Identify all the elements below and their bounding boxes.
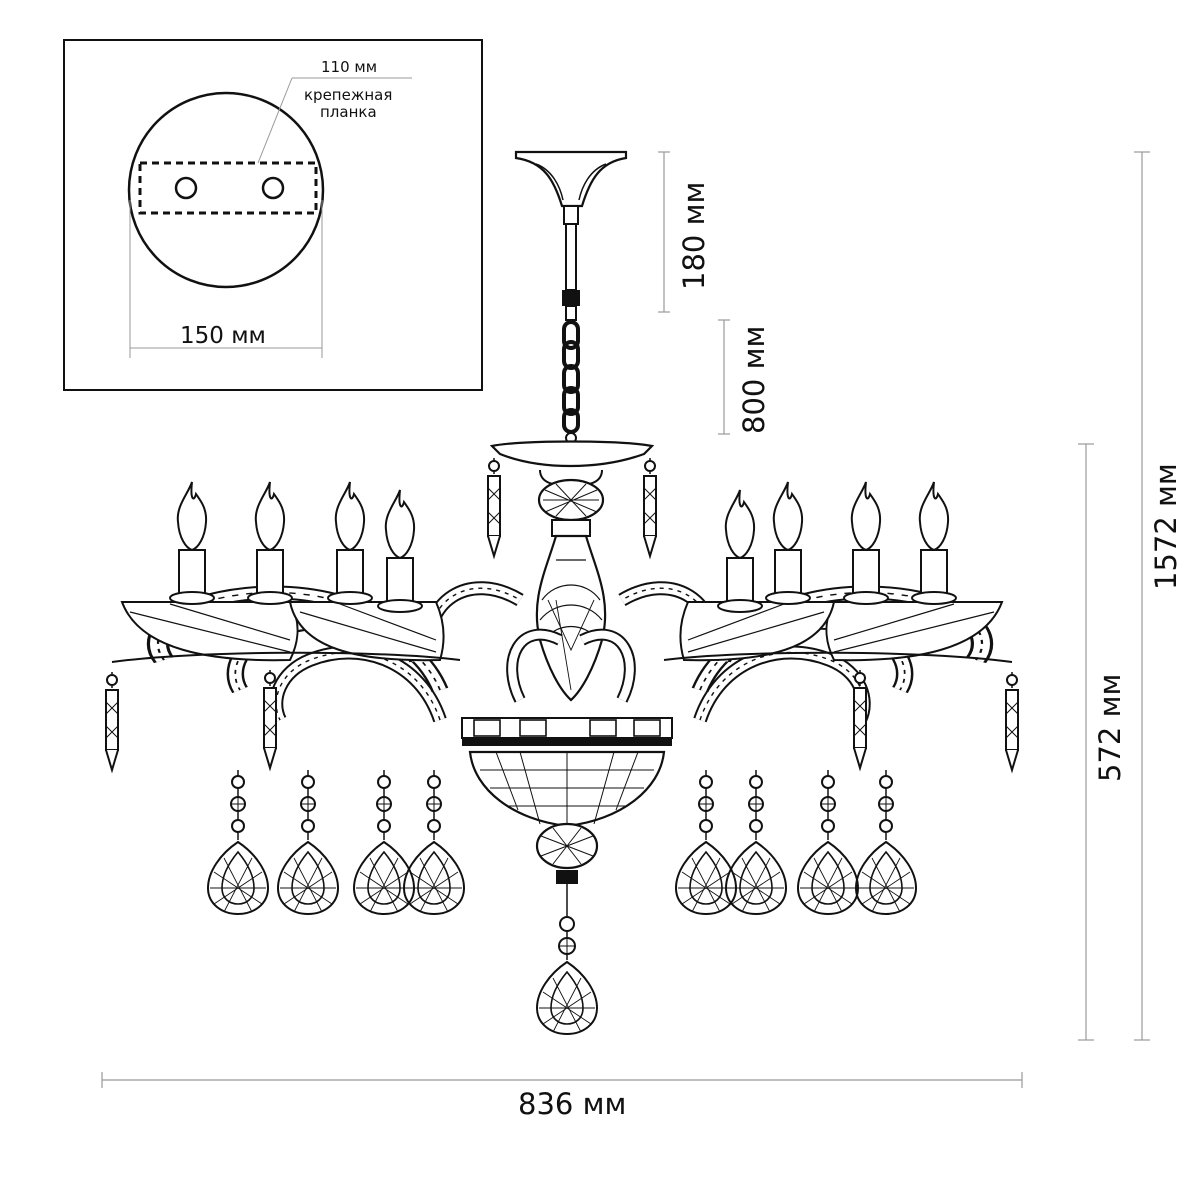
plate-width-label: 110 мм (321, 58, 377, 76)
prism-pendant (1005, 671, 1019, 771)
candle-trays (111, 601, 1013, 663)
canopy-diameter-label: 150 мм (180, 323, 266, 349)
central-bowl (461, 717, 673, 884)
width-label: 836 мм (518, 1087, 626, 1121)
canopy-and-chain (514, 150, 628, 444)
plate-label-line2: планка (320, 103, 377, 121)
plate-label-line1: крепежная (304, 86, 392, 104)
body-height-label: 572 мм (1093, 674, 1127, 782)
prism-pendant (643, 457, 657, 557)
mounting-plate-outline (138, 161, 318, 215)
chain-length-label: 800 мм (737, 326, 771, 434)
mounting-hole (174, 176, 198, 200)
mounting-hole (261, 176, 285, 200)
prism-pendant (105, 671, 119, 771)
central-column (489, 440, 655, 702)
dimension-lines (101, 151, 1150, 1088)
canopy-height-label: 180 мм (677, 182, 711, 290)
prism-pendant (487, 457, 501, 557)
mounting-inset: 110 мм крепежная планка 150 мм (63, 39, 483, 391)
crystal-drops (207, 769, 917, 1035)
total-height-label: 1572 мм (1149, 463, 1183, 590)
